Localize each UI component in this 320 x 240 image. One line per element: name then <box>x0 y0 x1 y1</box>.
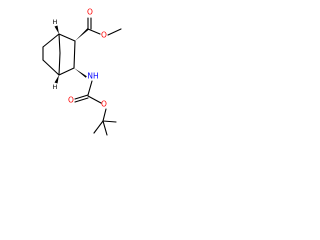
bond-o-methyl <box>107 28 122 36</box>
wedge-h-top <box>54 25 59 34</box>
bond-c1-c2 <box>42 33 60 48</box>
bond-carbonyl-o-carbamate <box>87 95 102 104</box>
bond-o-tbutyl <box>102 108 107 122</box>
bond-c6-c4 <box>58 67 75 76</box>
wedge-h-bottom <box>54 75 59 84</box>
boc-amino-group: NH O O <box>68 68 117 136</box>
h-atom-top: H <box>53 18 58 26</box>
bond-bridge-c4 <box>58 52 61 76</box>
wedge-c7-ester <box>75 28 89 41</box>
carbamate-carbonyl-oxygen: O <box>68 96 74 105</box>
bond-carbamate-double-2 <box>74 97 89 103</box>
carbamate-oxygen: O <box>101 100 107 109</box>
structural-formula: H H O O NH O O <box>42 8 122 136</box>
ester-oxygen: O <box>101 31 107 40</box>
norbornane-ring <box>42 33 76 76</box>
bond-carbonyl-o-ester <box>87 28 101 35</box>
wedge-c6-nitrogen <box>74 68 87 78</box>
bond-tbutyl-methyl-2 <box>102 120 108 136</box>
bond-carbamate-double-1 <box>74 94 89 100</box>
bond-tbutyl-methyl-3 <box>102 120 117 123</box>
bond-tbutyl-methyl-1 <box>93 120 104 134</box>
bond-c3-c4 <box>42 59 60 76</box>
bond-n-carbonyl <box>87 80 93 96</box>
nh-group: NH <box>87 72 98 81</box>
bond-c1-c7 <box>58 33 76 42</box>
methyl-ester-group: O O <box>75 8 122 41</box>
h-atom-bottom: H <box>53 83 58 91</box>
bond-c7-c6 <box>73 40 76 69</box>
ester-carbonyl-oxygen: O <box>87 8 93 17</box>
bond-c1-bridge <box>58 33 61 54</box>
